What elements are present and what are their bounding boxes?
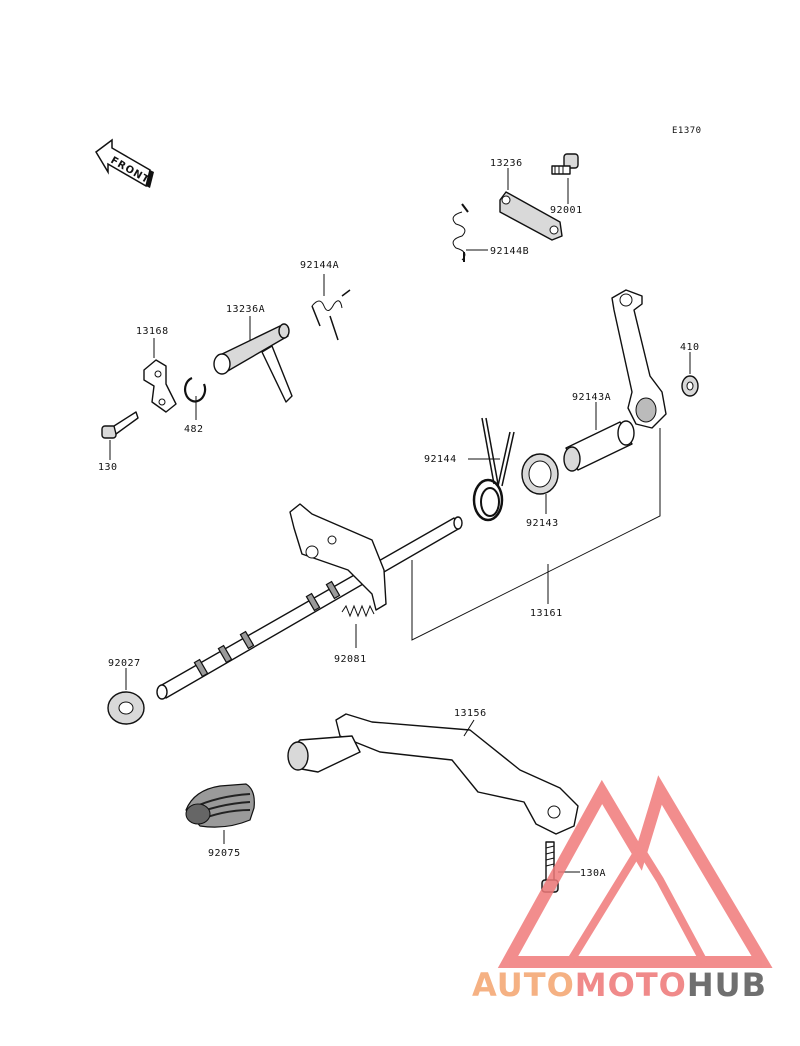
label-130A: 130A	[580, 868, 606, 879]
label-410: 410	[680, 342, 700, 353]
label-482: 482	[184, 424, 204, 435]
part-shift-arm	[611, 289, 667, 429]
ref-code: E1370	[672, 126, 702, 136]
part-130-bolt	[101, 411, 139, 439]
label-92143: 92143	[526, 518, 559, 529]
part-13236A-arm	[213, 323, 293, 403]
part-92143A-collar	[563, 420, 635, 472]
part-92143-bushing	[521, 453, 559, 495]
label-13236A: 13236A	[226, 304, 265, 315]
part-13236-plate	[499, 191, 563, 241]
part-92144B-spring	[452, 203, 469, 262]
part-13156-pedal	[287, 713, 579, 835]
part-92081-spring	[341, 604, 375, 618]
label-92001: 92001	[550, 205, 583, 216]
part-92144-spring	[472, 417, 515, 522]
label-13156: 13156	[454, 708, 487, 719]
label-92144B: 92144B	[490, 246, 529, 257]
label-92143A: 92143A	[572, 392, 611, 403]
part-92075-rubber	[185, 783, 255, 828]
label-92144: 92144	[424, 454, 457, 465]
label-13161: 13161	[530, 608, 563, 619]
part-13168-bracket	[143, 359, 177, 413]
watermark-text-moto: MOTO	[575, 966, 687, 1004]
watermark-text: AUTOMOTOHUB	[472, 966, 767, 1004]
part-13161-shaft	[156, 503, 463, 700]
front-arrow-icon: FRONT	[95, 138, 154, 188]
part-92144A-spring	[311, 289, 351, 341]
watermark-text-hub: HUB	[687, 966, 767, 1004]
watermark-text-auto: AUTO	[472, 966, 575, 1004]
part-92001-bolt	[551, 153, 579, 175]
part-410-washer	[681, 375, 699, 397]
watermark-logo	[497, 775, 773, 968]
label-92075: 92075	[208, 848, 241, 859]
part-92027-washer	[107, 691, 145, 725]
label-92027: 92027	[108, 658, 141, 669]
label-130: 130	[98, 462, 118, 473]
label-92081: 92081	[334, 654, 367, 665]
label-13236: 13236	[490, 158, 523, 169]
label-92144A: 92144A	[300, 260, 339, 271]
label-13168: 13168	[136, 326, 169, 337]
part-482-circlip	[184, 376, 207, 403]
